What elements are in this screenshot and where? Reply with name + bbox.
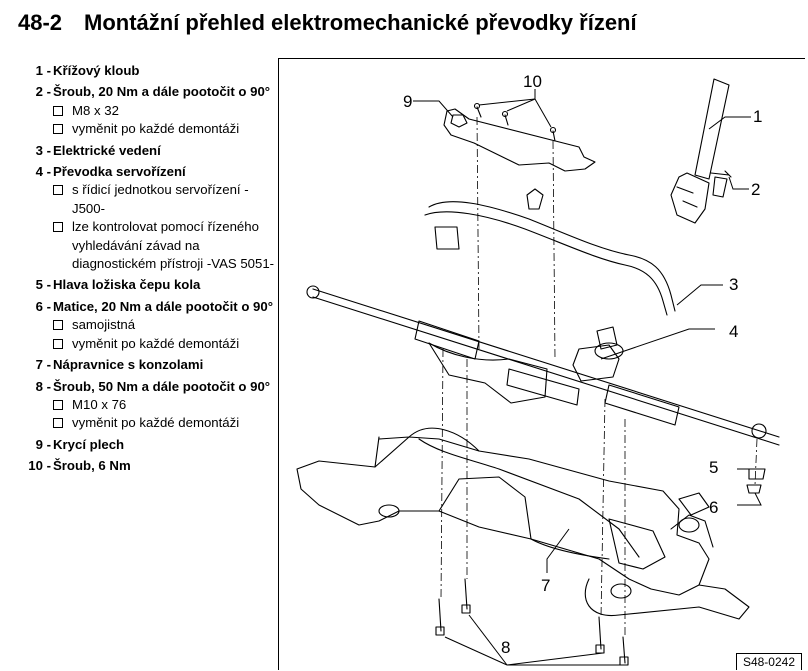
cover-plate-part	[443, 108, 596, 172]
legend-item: 8 -Šroub, 50 Nm a dále pootočit o 90°	[35, 378, 271, 394]
figure-code: S48-0242	[735, 653, 802, 670]
legend-item: 3 -Elektrické vedení	[35, 142, 161, 158]
legend-subitem: M8 x 32	[14, 102, 276, 120]
ball-joint-part	[748, 468, 766, 480]
callout-8: 8	[501, 638, 510, 657]
checkbox-icon	[53, 185, 63, 196]
callout-2: 2	[751, 180, 760, 199]
checkbox-icon	[53, 124, 63, 135]
legend-item: 6 -Matice, 20 Nm a dále pootočit o 90°	[35, 298, 273, 314]
callout-7: 7	[541, 576, 550, 595]
bolt-part-2	[710, 170, 732, 178]
bolt-group-8	[435, 578, 629, 666]
legend-item: 4 -Převodka servořízení	[35, 164, 186, 180]
steering-rack-part	[306, 285, 780, 446]
callout-9: 9	[403, 92, 412, 111]
legend-item: 5 -Hlava ložiska čepu kola	[35, 277, 201, 293]
checkbox-icon	[53, 320, 63, 331]
universal-joint-part	[694, 78, 730, 180]
callout-1: 1	[753, 107, 762, 126]
legend-item: 10 -Šroub, 6 Nm	[28, 458, 131, 474]
page-header: 48-2 Montážní přehled elektromechanické p…	[18, 10, 637, 36]
page-title: Montážní přehled elektromechanické převo…	[84, 10, 637, 35]
legend-subitem: vyměnit po každé demontáži	[14, 414, 276, 432]
bolt-group-10	[473, 102, 557, 142]
legend-item: 7 -Nápravnice s konzolami	[35, 357, 204, 373]
legend-item: 2 -Šroub, 20 Nm a dále pootočit o 90°	[35, 84, 271, 100]
legend-subitem: samojistná	[14, 316, 276, 334]
exploded-view-drawing: 9 10 1 2 3 4 5 6 7 8	[296, 72, 780, 666]
legend-item: 1 -Křížový kloub	[35, 63, 140, 78]
checkbox-icon	[53, 399, 63, 410]
checkbox-icon	[53, 338, 63, 349]
callout-10: 10	[523, 72, 542, 91]
nut-part-6	[746, 484, 762, 494]
parts-legend: 1 -Křížový kloub 2 -Šroub, 20 Nm a dále …	[14, 62, 276, 476]
legend-subitem: vyměnit po každé demontáži	[14, 335, 276, 353]
subframe-part	[296, 427, 750, 620]
legend-subitem: vyměnit po každé demontáži	[14, 120, 276, 138]
wiring-harness-part	[428, 201, 676, 312]
section-number: 48-2	[18, 10, 63, 35]
checkbox-icon	[53, 105, 63, 116]
checkbox-icon	[53, 222, 63, 233]
legend-subitem: M10 x 76	[14, 396, 276, 414]
assembly-diagram: 9 10 1 2 3 4 5 6 7 8 S48-0242	[278, 58, 805, 670]
callout-6: 6	[709, 498, 718, 517]
callout-3: 3	[729, 275, 738, 294]
checkbox-icon	[53, 418, 63, 429]
legend-subitem: lze kontrolovat pomocí říze­ného vyhledá…	[14, 218, 276, 273]
callout-5: 5	[709, 458, 718, 477]
legend-subitem: s řídicí jednotkou servořízení -J500-	[14, 181, 276, 218]
callout-4: 4	[729, 322, 738, 341]
legend-item: 9 -Krycí plech	[35, 436, 125, 452]
